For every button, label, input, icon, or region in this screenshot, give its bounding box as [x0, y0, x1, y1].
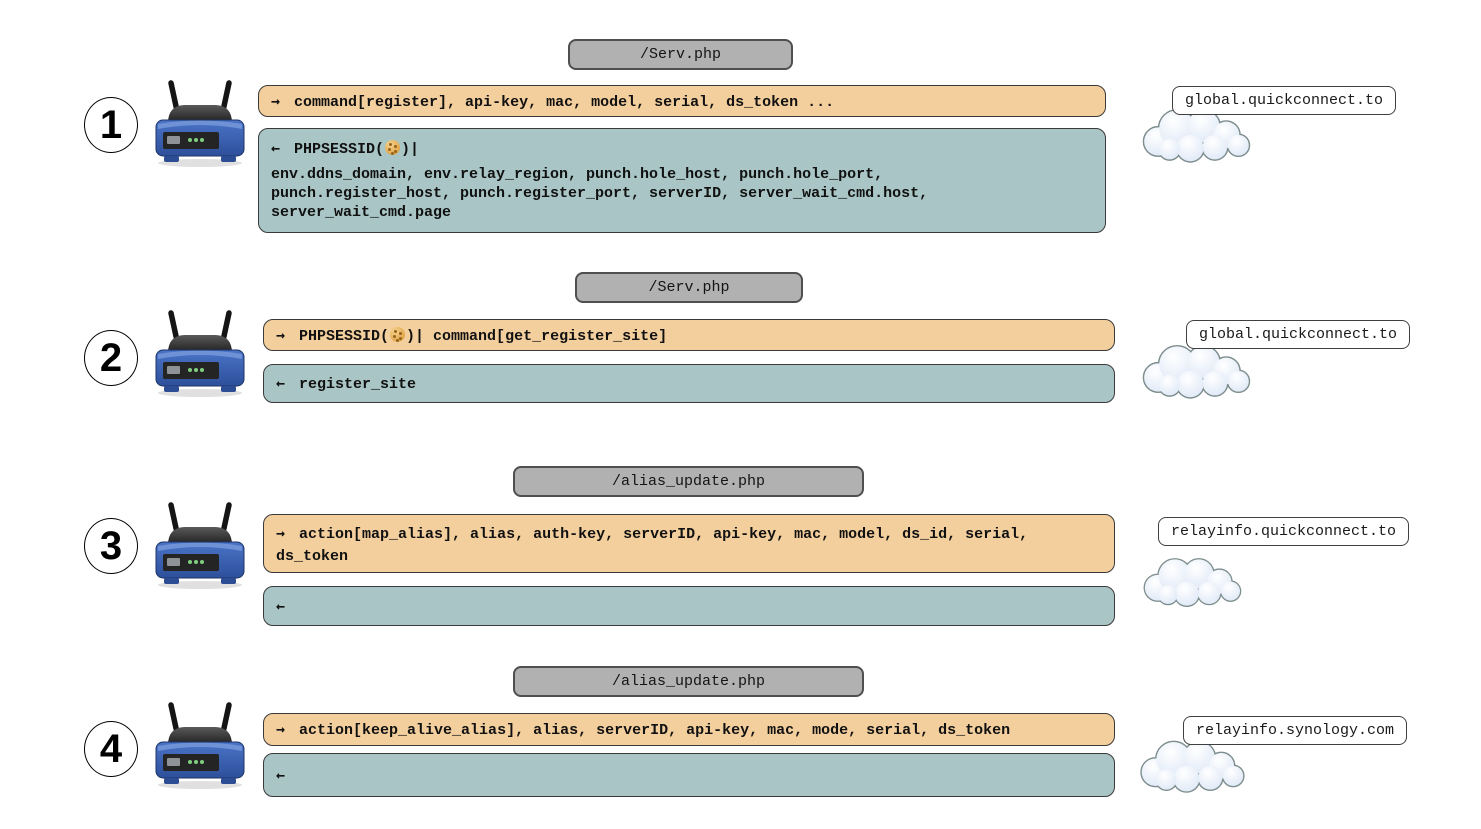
response-params: env.ddns_domain, env.relay_region, punch… — [271, 166, 929, 221]
step-number-label: 4 — [99, 726, 123, 771]
right-arrow-icon: → — [276, 720, 286, 738]
cookie-icon — [385, 140, 401, 155]
endpoint-badge: /Serv.php — [575, 272, 803, 303]
response-params: register_site — [299, 376, 417, 393]
response-message: ← — [263, 753, 1115, 797]
endpoint-badge: /alias_update.php — [513, 466, 864, 497]
session-id-text: PHPSESSID()| — [294, 140, 420, 158]
step-number-label: 1 — [99, 102, 123, 147]
server-hostname: global.quickconnect.to — [1186, 320, 1411, 349]
server-hostname: relayinfo.synology.com — [1183, 716, 1408, 745]
left-arrow-icon: ← — [276, 374, 286, 392]
step-number-label: 2 — [99, 335, 123, 380]
server-hostname: global.quickconnect.to — [1172, 86, 1397, 115]
request-message: → action[keep_alive_alias], alias, server… — [263, 713, 1115, 746]
step-number: 2 — [84, 330, 138, 386]
request-params: command[register], api-key, mac, model, … — [294, 94, 835, 111]
cookie-icon — [390, 327, 406, 342]
server-hostname: relayinfo.quickconnect.to — [1158, 517, 1410, 546]
right-arrow-icon: → — [271, 92, 281, 110]
left-arrow-icon: ← — [276, 766, 286, 784]
request-message: → PHPSESSID()| command[get_register_site] — [263, 319, 1115, 351]
step-number-label: 3 — [99, 523, 123, 568]
request-message: → command[register], api-key, mac, model,… — [258, 85, 1106, 117]
router-icon — [148, 698, 252, 790]
endpoint-badge: /Serv.php — [568, 39, 793, 70]
request-params: action[keep_alive_alias], alias, serverI… — [299, 722, 1011, 739]
router-icon — [148, 76, 252, 168]
step-number: 4 — [84, 721, 138, 777]
step-number: 1 — [84, 97, 138, 153]
left-arrow-icon: ← — [271, 139, 281, 157]
request-message: →action[map_alias], alias, auth-key, ser… — [263, 514, 1115, 573]
router-icon — [148, 306, 252, 398]
left-arrow-icon: ← — [276, 597, 286, 615]
request-params: action[map_alias], alias, auth-key, serv… — [276, 526, 1029, 565]
request-params: PHPSESSID()| command[get_register_site] — [299, 327, 668, 345]
step-number: 3 — [84, 518, 138, 574]
response-message: ← register_site — [263, 364, 1115, 403]
right-arrow-icon: → — [276, 524, 286, 542]
response-session-line: ← PHPSESSID()| — [271, 137, 1093, 161]
router-icon — [148, 498, 252, 590]
response-message: ← PHPSESSID()| env.ddns_domain, env.relay… — [258, 128, 1106, 233]
right-arrow-icon: → — [276, 326, 286, 344]
cloud-icon — [1143, 558, 1242, 608]
endpoint-badge: /alias_update.php — [513, 666, 864, 697]
response-message: ← — [263, 586, 1115, 626]
